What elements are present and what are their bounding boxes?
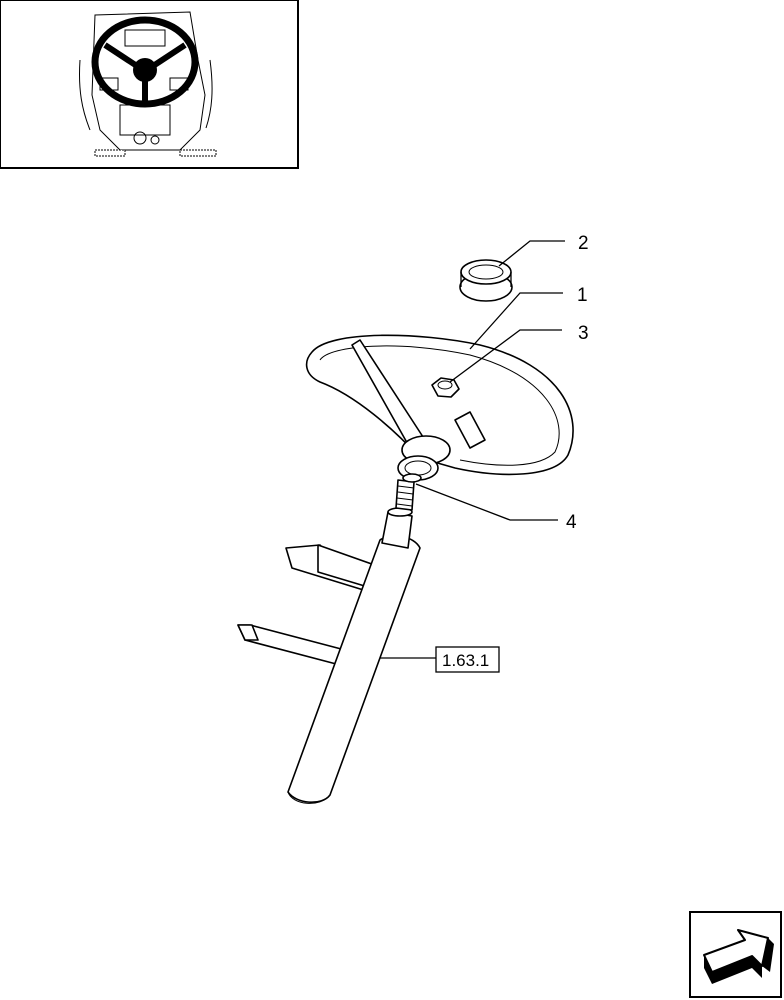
callout-2: 2 (578, 233, 589, 254)
steering-wheel-part (305, 334, 574, 481)
leader-lines (380, 240, 565, 659)
callout-1: 1 (577, 285, 588, 306)
steering-column-part (237, 479, 421, 804)
callout-4: 4 (566, 512, 577, 533)
nut-part (431, 377, 460, 398)
tractor-cab-thumbnail-icon (0, 0, 299, 169)
bearing-part (402, 473, 422, 483)
next-page-arrow-icon[interactable] (689, 911, 782, 998)
callout-3: 3 (578, 323, 589, 344)
reference-label: 1.63.1 (442, 651, 489, 670)
cap-ring-part (459, 259, 513, 302)
reference-box[interactable]: 1.63.1 (435, 646, 500, 673)
